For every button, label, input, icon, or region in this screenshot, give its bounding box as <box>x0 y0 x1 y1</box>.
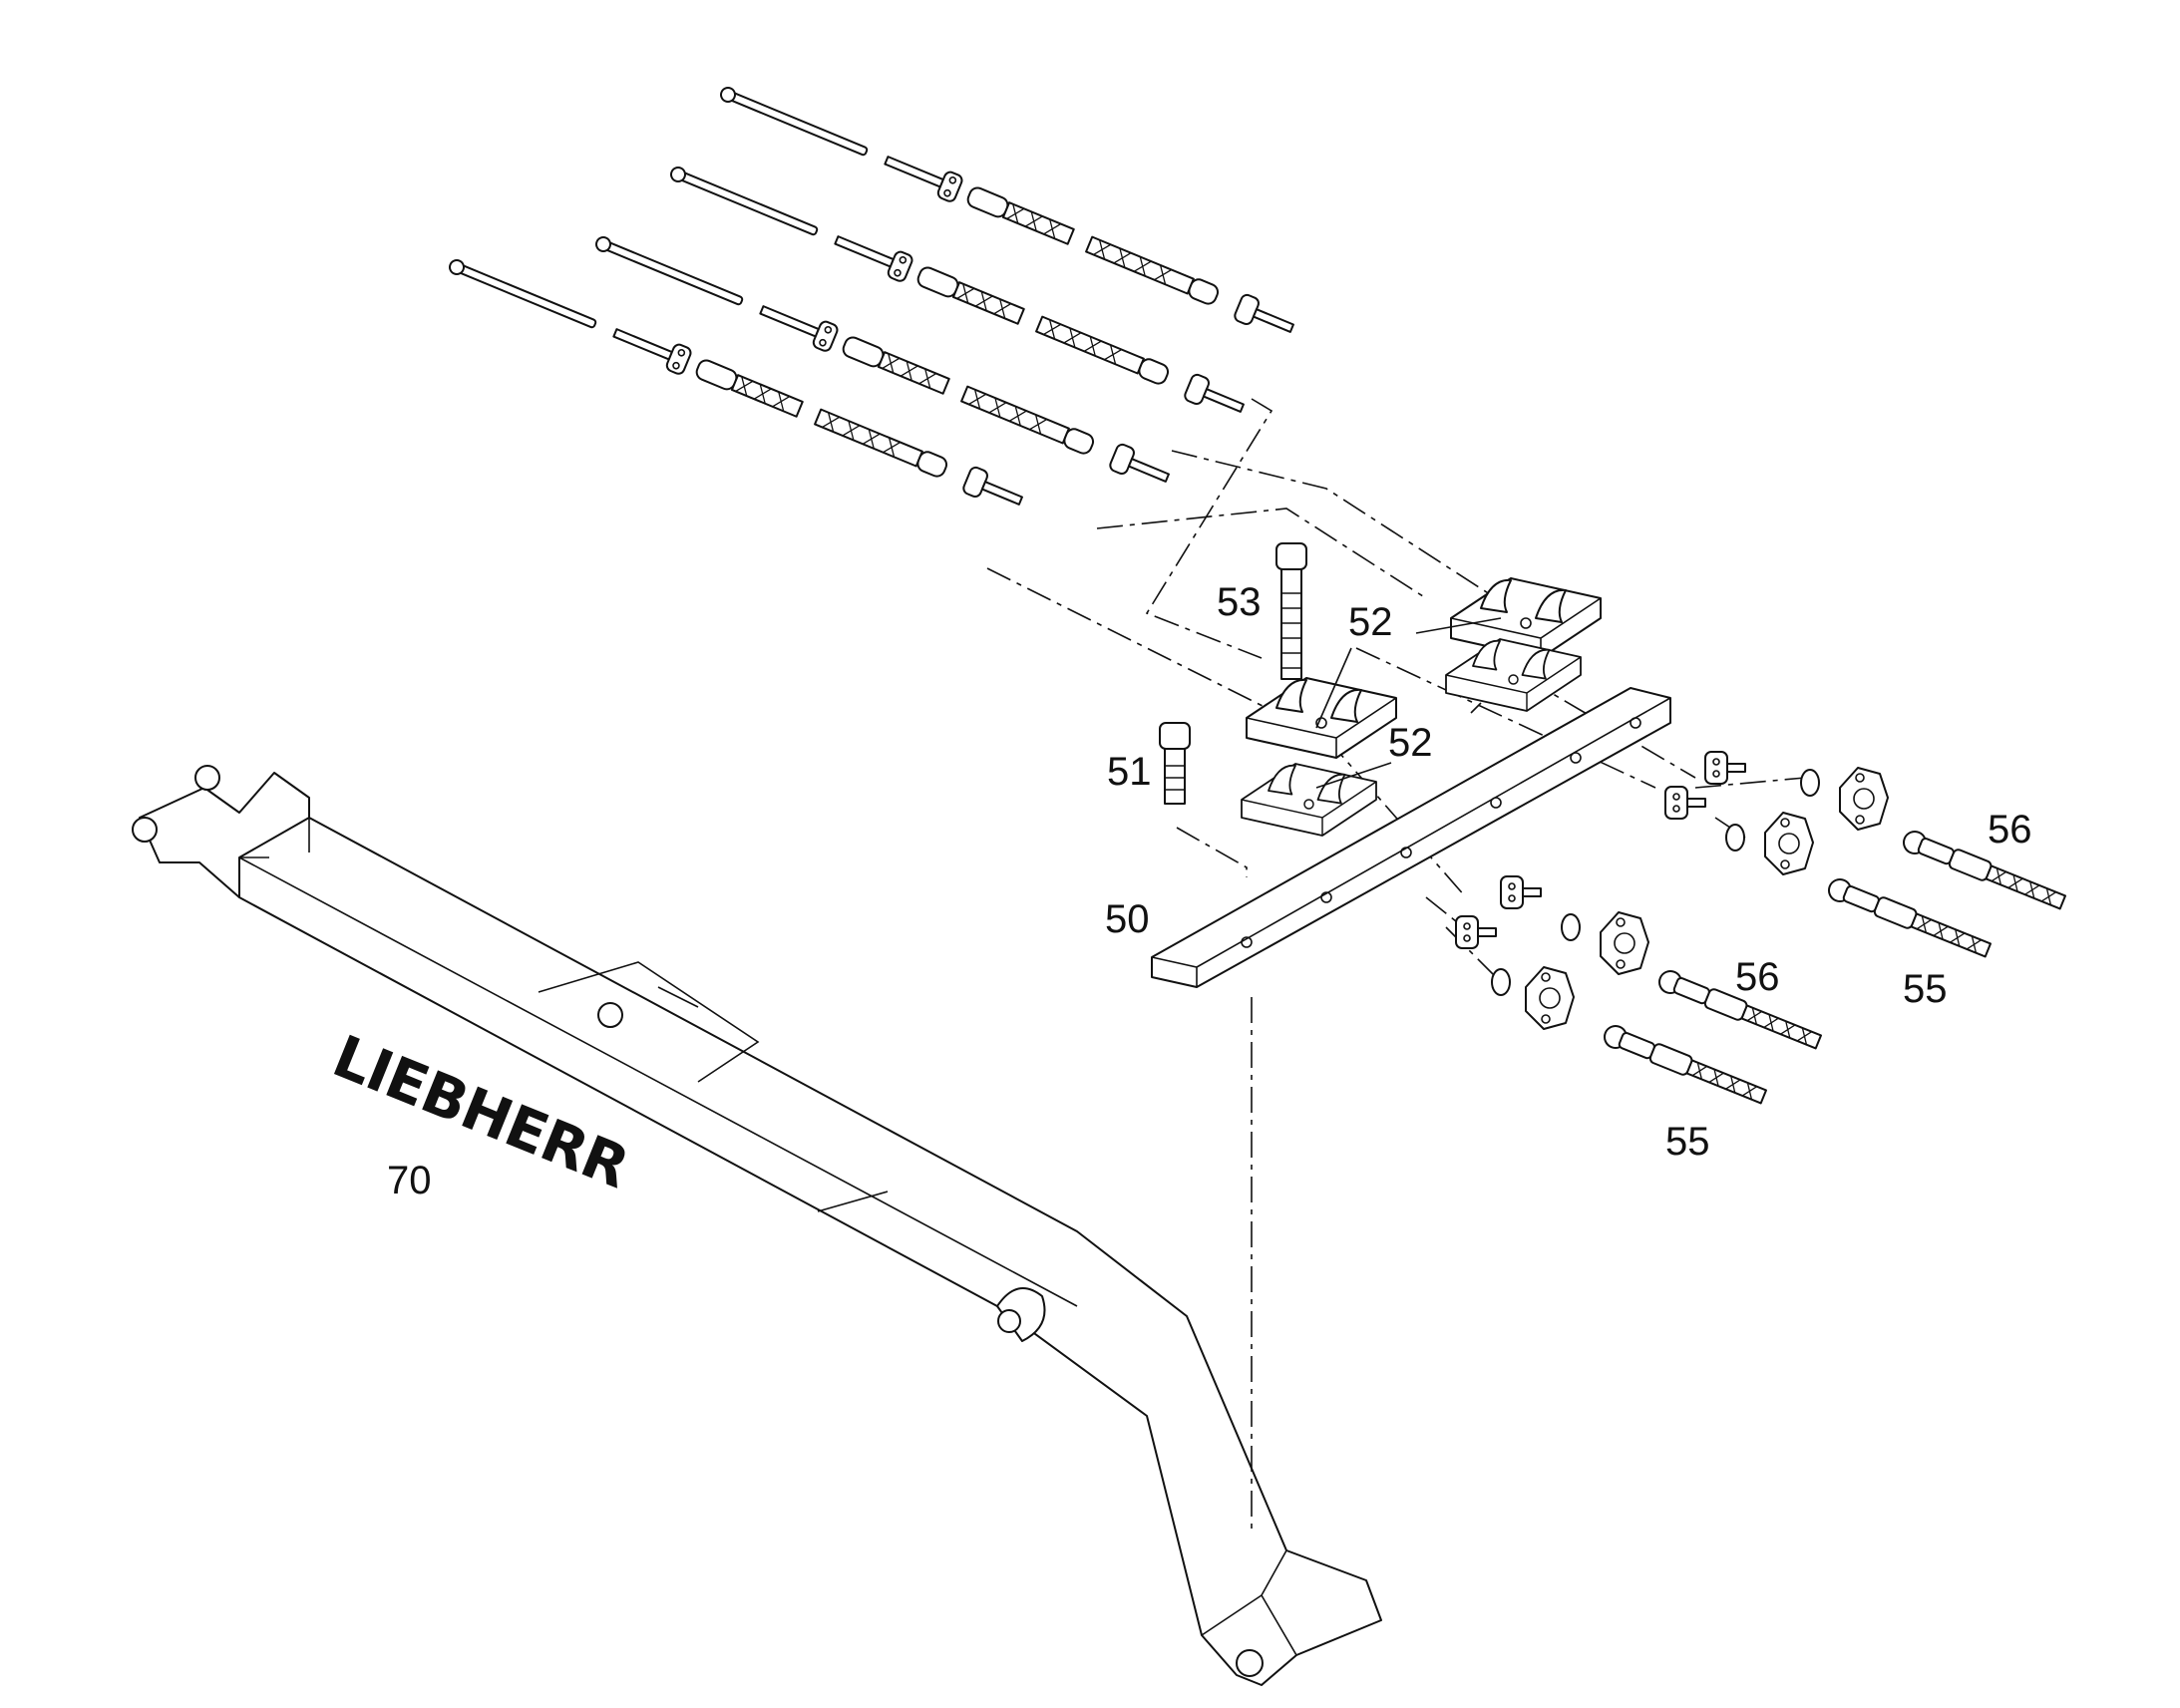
fitting-55-upper <box>1824 874 1994 962</box>
callout-56-right: 56 <box>1988 808 2032 852</box>
callout-51: 51 <box>1107 750 1152 794</box>
boom-70 <box>132 765 1382 1686</box>
split-flange-lower-2 <box>1525 966 1575 1030</box>
port-lower-2 <box>1455 915 1497 949</box>
split-flange-upper-2 <box>1764 812 1814 875</box>
callout-55-right: 55 <box>1903 967 1948 1011</box>
callout-53: 53 <box>1217 580 1262 624</box>
clamp-52-right <box>1445 638 1582 712</box>
callout-52-upper: 52 <box>1348 600 1393 644</box>
callout-56-lower: 56 <box>1735 955 1780 999</box>
callout-50: 50 <box>1105 897 1150 941</box>
callout-55-lower: 55 <box>1665 1120 1710 1164</box>
leader-lines <box>1315 617 1502 789</box>
fitting-55-lower <box>1600 1021 1769 1109</box>
clamp-rail-50 <box>1151 687 1671 988</box>
split-flange-upper-1 <box>1839 767 1889 831</box>
bolt-53 <box>1275 542 1307 680</box>
port-upper-2 <box>1664 786 1706 820</box>
split-flange-lower-1 <box>1600 911 1649 975</box>
callout-52-lower: 52 <box>1388 721 1433 765</box>
port-lower-1 <box>1500 875 1542 909</box>
bolt-51 <box>1159 722 1191 805</box>
o-rings <box>1491 769 1820 996</box>
fitting-56-upper <box>1899 827 2068 914</box>
callout-70: 70 <box>387 1159 432 1202</box>
port-upper-1 <box>1704 751 1746 785</box>
